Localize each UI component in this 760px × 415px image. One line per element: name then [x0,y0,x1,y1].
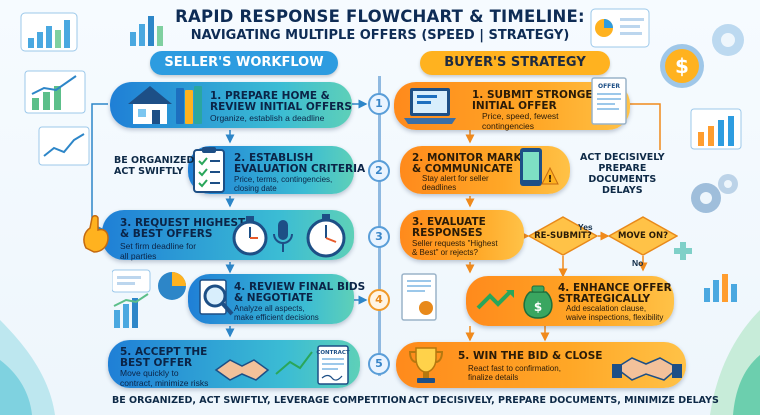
buyer-step-5-title: 5. WIN THE BID & CLOSE [458,350,603,362]
buyer-step-1-title: 1. SUBMIT STRONGEST INITIAL OFFER [472,89,608,112]
seller-workflow-header: SELLER'S WORKFLOW [150,51,338,75]
seller-step-1-desc: Organize, establish a deadline [210,113,325,123]
phone-alert-icon: ! [520,148,559,186]
stopwatch-microphone-icons [232,214,346,258]
handshake-icon [612,357,682,381]
seller-step-5-title: 5. ACCEPT THE BEST OFFER [120,346,208,369]
move-on-decision-diamond [608,216,678,256]
gear-icon [712,24,744,56]
move-on-decision-label: MOVE ON? [617,231,669,241]
buyer-step-1-desc: Price, speed, fewest contingencies [482,111,559,131]
trophy-icon [408,347,444,383]
contract-doc-label: CONTRACT [316,350,350,356]
gears-icon [691,174,738,213]
medical-cross-icon [674,242,692,260]
buyer-step-3-title: 3. EVALUATE RESPONSES [412,216,486,239]
magnifier-document-icon [199,279,234,316]
svg-text:!: ! [548,174,553,185]
hand-pointer-icon [83,215,109,253]
seller-step-3-desc: Set firm deadline for all parties [120,241,197,261]
bar-chart-card-icon [20,12,78,52]
buyer-step-2-title: 2. MONITOR MARKET & COMMUNICATE [412,152,536,175]
seller-step-1-title: 1. PREPARE HOME & REVIEW INITIAL OFFERS [210,90,352,113]
line-chart-card-icon [38,126,90,166]
corner-decoration-right [710,310,760,415]
timeline-number-2: 2 [368,160,390,182]
svg-text:$: $ [534,300,542,314]
chart-card-right-icon [690,108,742,150]
svg-text:$: $ [675,54,689,78]
timeline-number-4: 4 [368,289,390,311]
buyer-step-3-desc: Seller requests "Highest & Best" or reje… [412,239,498,257]
seller-step-2-desc: Price, terms, contingencies, closing dat… [234,175,333,193]
no-label: No [632,258,644,268]
small-bars-right-icon [704,274,737,302]
timeline-number-1: 1 [368,93,390,115]
seller-step-1: 1. PREPARE HOME & REVIEW INITIAL OFFERS … [110,82,352,128]
footer-left-text: BE ORGANIZED, ACT SWIFTLY, LEVERAGE COMP… [112,395,407,406]
buyer-step-2-desc: Stay alert for seller deadlines [422,174,489,192]
laptop-icon [404,88,456,124]
analytics-cards-icon [112,269,186,328]
seller-step-4-title: 4. REVIEW FINAL BIDS & NEGOTIATE [234,281,366,304]
buyer-side-label: ACT DECISIVELY PREPARE DOCUMENTS DELAYS [580,152,665,196]
seller-step-3-title: 3. REQUEST HIGHEST & BEST OFFERS [120,217,246,240]
resubmit-decision-diamond [528,216,598,256]
seller-step-2-title: 2. ESTABLISH EVALUATION CRITERIA [234,152,366,175]
buyer-step-1: 1. SUBMIT STRONGEST INITIAL OFFER Price,… [394,82,630,130]
corner-decoration-left [0,320,55,415]
buyer-step-5-desc: React fast to confirmation, finalize det… [468,364,561,382]
seller-step-5: 5. ACCEPT THE BEST OFFER Move quickly to… [108,340,360,388]
buyer-step-4-desc: Add escalation clause, waive inspections… [566,304,664,322]
offer-doc-label: OFFER [598,83,620,90]
seller-side-label: BE ORGANIZED ACT SWIFTLY [114,155,195,177]
handshake-contract-icons: CONTRACT [214,345,350,385]
buyer-step-4: $ 4. ENHANCE OFFER STRATEGICALLY Add esc… [466,276,674,326]
resubmit-decision-label: RE-SUBMIT? [534,231,592,241]
bar-chart-icon [130,16,163,46]
page-subtitle: NAVIGATING MULTIPLE OFFERS (SPEED | STRA… [190,28,570,43]
analytics-card-icon [590,8,650,48]
seller-step-5-desc: Move quickly to contract, minimize risks [120,368,209,388]
buyer-strategy-header: BUYER'S STRATEGY [420,51,610,75]
seller-step-4-desc: Analyze all aspects, make efficient deci… [234,304,319,322]
yes-label: Yes [578,222,593,232]
document-seal-icon [401,273,437,321]
page-title: RAPID RESPONSE FLOWCHART & TIMELINE: [175,7,585,26]
arrows-moneybag-icon: $ [476,285,553,319]
buyer-step-4-title: 4. ENHANCE OFFER STRATEGICALLY [558,282,672,305]
footer-right-text: ACT DECISIVELY, PREPARE DOCUMENTS, MINIM… [408,395,719,406]
timeline-number-5: 5 [368,353,390,375]
gear-dollar-icon: $ [660,44,704,88]
buyer-step-3: 3. EVALUATE RESPONSES Seller requests "H… [400,210,524,260]
seller-step-3: 3. REQUEST HIGHEST & BEST OFFERS Set fir… [102,210,354,260]
timeline-number-3: 3 [368,226,390,248]
house-folders-icon [128,86,202,124]
offer-document-icon: OFFER [591,77,627,125]
buyer-step-5: 5. WIN THE BID & CLOSE React fast to con… [396,342,686,388]
growth-chart-icon [24,70,86,114]
checklist-clipboard-icon [193,147,225,193]
